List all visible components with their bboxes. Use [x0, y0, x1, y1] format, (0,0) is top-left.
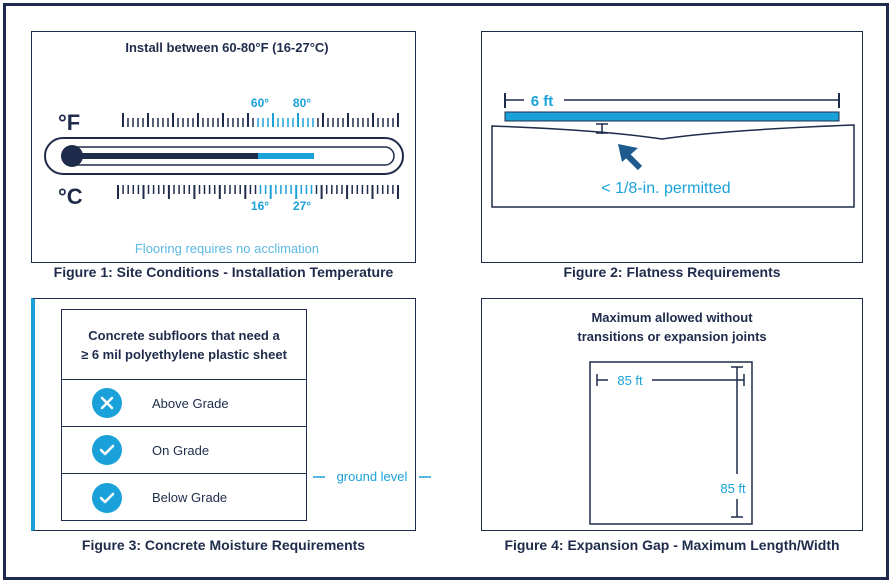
- ground-level-label: ground level: [337, 469, 408, 484]
- moisture-table-heading: Concrete subfloors that need a ≥ 6 mil p…: [62, 310, 306, 380]
- celsius-scale: [117, 185, 399, 199]
- acclimation-note: Flooring requires no acclimation: [135, 241, 319, 256]
- figure1-caption: Figure 1: Site Conditions - Installation…: [53, 264, 394, 280]
- length-dimension-label: 85 ft: [720, 481, 746, 496]
- thermometer-range: [258, 153, 314, 159]
- moisture-table: Concrete subfloors that need a ≥ 6 mil p…: [61, 309, 307, 521]
- table-row-below-grade: Below Grade: [62, 474, 306, 521]
- check-icon: [92, 482, 122, 513]
- straightedge-length-label: 6 ft: [531, 93, 554, 110]
- row-label: Below Grade: [152, 490, 228, 505]
- check-icon: [92, 435, 122, 465]
- tick-label-80: 80°: [293, 96, 311, 110]
- figure3-caption: Figure 3: Concrete Moisture Requirements: [81, 537, 366, 553]
- x-icon: [92, 388, 122, 418]
- width-dimension-label: 85 ft: [617, 373, 643, 388]
- row-label: On Grade: [152, 442, 210, 458]
- figure4-caption: Figure 4: Expansion Gap - Maximum Length…: [504, 537, 840, 553]
- ground-level-marker: ground level: [313, 469, 431, 484]
- tick-label-60: 60°: [251, 96, 269, 110]
- heading-line-1: Maximum allowed without: [591, 310, 753, 325]
- figure4-panel: Maximum allowed without transitions or e…: [481, 298, 863, 531]
- figure-frame: Install between 60-80°F (16-27°C) °F °C …: [3, 3, 889, 580]
- straightedge: [504, 111, 840, 122]
- figure1-panel: Install between 60-80°F (16-27°C) °F °C …: [31, 31, 416, 263]
- expansion-gap-diagram: Maximum allowed without transitions or e…: [577, 310, 767, 525]
- thermometer-outer: [44, 137, 404, 175]
- floor-area-square: [589, 361, 753, 525]
- fahrenheit-scale: [122, 113, 399, 127]
- figure3-panel: Concrete subfloors that need a ≥ 6 mil p…: [31, 298, 431, 531]
- figure2-caption: Figure 2: Flatness Requirements: [563, 264, 781, 280]
- pointer-arrow-icon: [618, 144, 643, 171]
- heading-line-2: ≥ 6 mil polyethylene plastic sheet: [81, 346, 287, 362]
- table-row-above-grade: Above Grade: [62, 380, 306, 427]
- subfloor-slab: [491, 124, 855, 208]
- heading-line-2: transitions or expansion joints: [577, 329, 766, 344]
- tick-label-27: 27°: [293, 199, 311, 213]
- flatness-tolerance-text: < 1/8-in. permitted: [601, 180, 730, 197]
- fahrenheit-unit: °F: [58, 110, 80, 135]
- flatness-diagram: 6 ft < 1/8-in. permitted: [491, 93, 855, 208]
- celsius-unit: °C: [58, 184, 83, 209]
- row-label: Above Grade: [152, 395, 229, 411]
- install-range-text: Install between 60-80°F (16-27°C): [125, 40, 328, 55]
- table-row-on-grade: On Grade: [62, 427, 306, 474]
- figure2-panel: 6 ft < 1/8-in. permitted: [481, 31, 863, 263]
- thermometer-fill: [68, 153, 258, 159]
- thermometer-bulb: [61, 145, 83, 167]
- temperature-diagram: Install between 60-80°F (16-27°C) °F °C …: [44, 40, 404, 256]
- heading-line-1: Concrete subfloors that need a: [88, 327, 280, 343]
- tick-label-16: 16°: [251, 199, 269, 213]
